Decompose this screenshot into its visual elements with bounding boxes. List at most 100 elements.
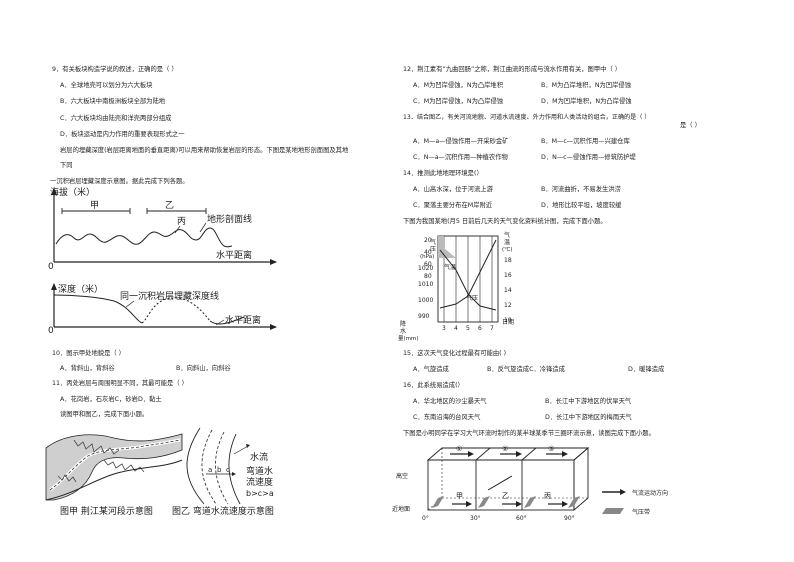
q10-option-b: B．向斜山，向斜谷 (176, 365, 231, 372)
right-axis-title-3: (℃) (502, 246, 512, 253)
fig1-curve-label: 地形剖面线 (207, 213, 252, 225)
x-tick-label: 4 (454, 325, 458, 332)
fig1-yi: 乙 (165, 200, 174, 211)
q16-stem: 16．此系统易造成(） (403, 382, 464, 389)
fig1-origin: 0 (48, 262, 54, 272)
fig1-y-label: 海拔（米） (50, 186, 95, 198)
circ-lat90: 90° (564, 515, 575, 522)
right-axis-title-1: 气 (504, 231, 510, 239)
circ-c1: ① (456, 445, 462, 453)
circ-jia: 甲 (456, 492, 463, 500)
bend-velocity-figure: a b c 水流 弯道水 流速度 b>c>a (186, 427, 274, 505)
pressure-belt-3 (524, 496, 536, 508)
x-tick-label: 6 (478, 325, 482, 332)
precip-tick-label: 60 (424, 261, 432, 268)
legend-belt-label: 气压带 (632, 508, 650, 516)
fig-yi-b: b (217, 466, 222, 474)
depth-figure: 深度（米） 0 同一沉积岩层埋藏深度线 水平距离 (48, 283, 277, 336)
legend-arrow-label: 气流运动方向 (632, 489, 668, 497)
fig1-terrain-curve (55, 227, 233, 248)
q14-option-b: B．河流曲折，不易发生洪涝 (541, 186, 621, 193)
fig1-jia: 甲 (90, 200, 99, 211)
left-axis-title-3: (hPa) (420, 254, 434, 260)
fig-yi-caption: 图乙 弯道水流速度示意图 (172, 507, 274, 517)
q9-option-b: B．六大板块中南极洲板块全部为陆地 (60, 98, 166, 105)
pressure-series-label: 气压 (466, 294, 478, 302)
q12-option-d: D．M为凹岸堆积，N为凸岸侵蚀 (541, 98, 632, 105)
fig-yi-a: a (208, 466, 212, 474)
temp-tick-label: 16 (504, 272, 512, 279)
q14-option-c: C．聚落主要分布在M岸附近 (413, 202, 493, 209)
left-axis-title-2: 压 (430, 246, 436, 253)
precip-axis-title-3: 量(mm) (398, 335, 419, 342)
pressure-tick-label: 1000 (418, 297, 433, 304)
intro-line2: 下同 (60, 162, 73, 169)
temperature-series (439, 249, 497, 311)
q13-stem: 13．结合图乙，有关河流地貌、河道水流速度、外力作用和人类活动的组合，正确的是（… (403, 114, 651, 121)
q14-option-d: D．地形比较平坦，坡度较缓 (541, 202, 622, 209)
precip-axis-title-1: 降 (400, 320, 406, 328)
precip-tick-label: 20 (424, 237, 432, 244)
q15-option-a: A．气旋造成 (413, 366, 449, 373)
precip-bar (438, 236, 456, 258)
q9-option-a: A．全球地壳可以划分为六大板块 (60, 82, 153, 89)
q12-stem: 12．荆江素有“九曲回肠”之称，荆江曲流的形成与流水作用有关，图甲中（ ） (403, 66, 622, 73)
right-axis-title-2: 温 (504, 238, 510, 246)
temp-tick-label: 12 (504, 302, 512, 309)
q12-option-b: B．M为凸岸堆积，N为凹岸侵蚀 (541, 82, 632, 89)
q10-stem: 10．图示甲处地貌是（ ） (52, 350, 125, 357)
q16-option-b: B．长江中下游地区的伏旱天气 (545, 398, 632, 405)
q13-option-a: A．M—a—侵蚀作用—开采砂金矿 (413, 138, 509, 145)
intro-line1: 岩层的埋藏深度(岩层距离地面的垂直距离)可以用来帮助恢复岩层的形态。下图是某地地… (60, 147, 349, 154)
fig-yi-label-bend1: 弯道水 (246, 465, 273, 477)
q11-options: A．花岗岩，石灰岩C，砂岩D．黏土 (60, 396, 162, 403)
q12-option-c: C．M为凹岸侵蚀，N为凸岸侵蚀 (413, 98, 504, 105)
temp-series-label: 气温 (444, 263, 456, 271)
temp-tick-label: 14 (504, 287, 512, 294)
precip-tick-label: 40 (424, 249, 432, 256)
q16-option-d: D．长江中下游地区的梅雨天气 (545, 414, 632, 421)
q15-option-d: D．暖锋造成 (628, 366, 665, 373)
temp-tick-label: 18 (504, 257, 512, 264)
fig-yi-label-water: 水流 (250, 451, 268, 463)
intro-line3: 一沉积岩层埋藏深度示意图。据此完成下列各题。 (50, 178, 189, 185)
pressure-belt-4 (568, 496, 580, 508)
fig2-depth-curve (53, 294, 143, 324)
q13-option-b: B．M—c—沉积作用—兴建仓库 (541, 138, 630, 145)
q12-option-a: A．M为凹岸侵蚀，N为凸岸堆积 (413, 82, 504, 89)
terrain-profile-figure: 海拔（米） 0 甲 乙 丙 地形剖面线 水平距离 (48, 186, 277, 272)
q14-option-a: A．山高水深，位于河流上游 (413, 186, 493, 193)
circ-yi: 乙 (502, 492, 509, 500)
precip-axis-title-2: 水 (400, 327, 406, 335)
fig-yi-label-order: b>c>a (246, 489, 274, 498)
fig1-x-label: 水平距离 (216, 249, 252, 261)
pressure-belt-2 (478, 496, 490, 508)
pressure-series (439, 239, 497, 309)
pressure-tick-label: 1010 (418, 281, 433, 288)
fig-yi-label-bend2: 流速度 (246, 476, 273, 488)
circ-high: 高空 (396, 472, 408, 480)
q9-option-d: D．板块运动是内力作用的重要表现形式之一 (60, 131, 185, 138)
q16-option-c: C．东南沿海的台风天气 (413, 414, 481, 421)
q10-option-a: A．背斜山，背斜谷 (60, 365, 115, 372)
q15-option-b: B．反气旋造成C．冷锋造成 (487, 366, 565, 373)
circ-ground: 近地面 (392, 505, 410, 513)
q14-stem: 14．推测此地地理环境是(） (403, 170, 483, 177)
circ-c3: ③ (548, 445, 554, 453)
fig1-bing: 丙 (177, 216, 186, 227)
left-axis-title-1: 气 (430, 238, 436, 246)
circ-bing: 丙 (544, 492, 551, 500)
pressure-tick-label: 990 (418, 313, 430, 320)
x-tick-label: 7 (490, 325, 494, 332)
precip-tick-label: 80 (424, 273, 432, 280)
q15-stem: 15．这次天气变化过程最有可能由( ) (403, 350, 507, 357)
intro4: 下图是小明同学在学习大气环流时制作的某半球某季节三圈环流示意，读图完成下面小题。 (403, 430, 655, 437)
x-tick-label: 3 (442, 325, 446, 332)
weather-x-label: 日期 (502, 318, 514, 326)
intro2: 读图甲和图乙，完成下面小题。 (60, 411, 149, 418)
q9-option-c: C．六大板块均由陆壳和洋壳两部分组成 (60, 115, 172, 122)
temp-tick-label: 10 (504, 317, 512, 324)
fig-yi-c: c (226, 466, 230, 474)
q16-option-a: A．华北地区的沙尘暴天气 (413, 398, 487, 405)
fig2-y-label: 深度（米） (58, 283, 103, 295)
